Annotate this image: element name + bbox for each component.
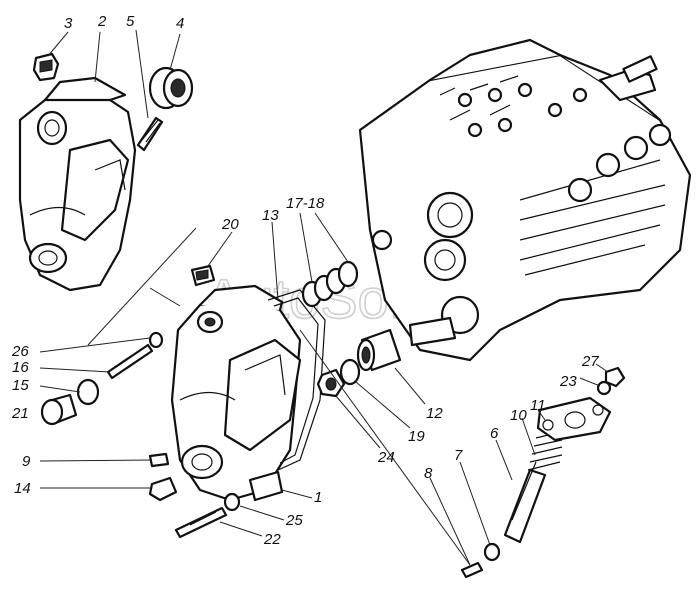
part-11-flange	[536, 396, 612, 442]
callout-17-18: 17-18	[286, 195, 325, 212]
callout-24: 24	[377, 449, 395, 466]
part-5-stud	[136, 116, 164, 152]
callout-22: 22	[263, 531, 281, 548]
part-27-nut	[604, 366, 626, 388]
part-8-pin	[460, 561, 484, 579]
callout-10: 10	[510, 407, 527, 424]
callout-14: 14	[14, 480, 31, 497]
callout-25: 25	[285, 512, 303, 529]
callout-5: 5	[126, 13, 135, 30]
part-13-gasket	[267, 289, 326, 471]
part-23-washer	[596, 380, 612, 396]
callout-1: 1	[314, 489, 322, 506]
part-19-ring	[339, 358, 361, 386]
callout-16: 16	[12, 359, 29, 376]
part-14-cap	[148, 476, 178, 502]
callout-7: 7	[454, 447, 463, 464]
part-9-screw	[148, 452, 170, 468]
part-25-washer	[223, 492, 241, 512]
callout-2: 2	[97, 13, 107, 30]
part-16-bolt	[106, 331, 164, 380]
injection-pump-block	[358, 38, 692, 362]
callout-27: 27	[581, 353, 599, 370]
part-22-bolt	[174, 506, 228, 539]
leader-lines	[39, 29, 609, 566]
callout-12: 12	[426, 405, 443, 422]
callout-9: 9	[22, 453, 31, 470]
callout-21: 21	[11, 405, 29, 422]
callout-8: 8	[424, 465, 433, 482]
callout-6: 6	[490, 425, 499, 442]
part-24-nut	[316, 368, 346, 398]
parts-17-18-rings	[301, 260, 359, 308]
callout-23: 23	[559, 373, 577, 390]
part-3-plug	[32, 52, 60, 82]
callout-11: 11	[530, 397, 546, 414]
callout-19: 19	[408, 428, 425, 445]
callout-13: 13	[262, 207, 279, 224]
callout-15: 15	[12, 377, 29, 394]
callout-4: 4	[176, 15, 184, 32]
callout-3: 3	[64, 15, 73, 32]
part-7-sleeve	[483, 542, 501, 562]
pump-housing-upper	[18, 76, 137, 292]
part-6-plunger	[503, 461, 547, 544]
callout-20: 20	[221, 216, 239, 233]
part-10-spring	[527, 431, 563, 471]
callout-labels: 3 2 5 4 20 13 17-18 26 16 15 21 9 14 1 2…	[11, 13, 599, 548]
part-12-sleeve	[356, 328, 402, 372]
part-15-ring	[76, 378, 100, 406]
part-4-bearing	[148, 66, 194, 110]
pump-body	[170, 284, 302, 502]
part-20-plug	[190, 264, 216, 287]
callout-26: 26	[11, 343, 29, 360]
part-21-plug	[40, 393, 78, 426]
